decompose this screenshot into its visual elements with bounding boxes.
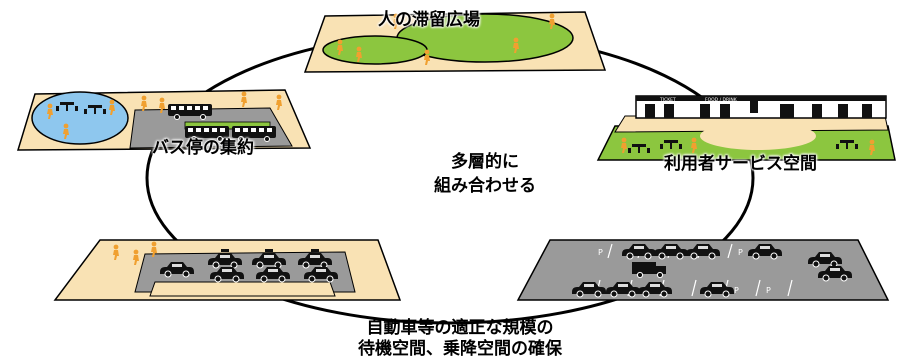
fountain-pool xyxy=(31,91,129,145)
vehicle-caption-line1: 自動車等の適正な規模の xyxy=(366,318,554,338)
parking-sign: P xyxy=(738,248,743,257)
vehicle-space-caption: 自動車等の適正な規模の 待機空間、乗降空間の確保 xyxy=(330,318,590,360)
service-plaza xyxy=(700,122,816,150)
truck-icon xyxy=(632,262,666,279)
center-caption: 多層的に 組み合わせる xyxy=(410,150,560,198)
center-caption-line1: 多層的に xyxy=(451,152,519,172)
parking-tile: P P P P P P xyxy=(516,239,890,301)
center-caption-line2: 組み合わせる xyxy=(434,176,536,196)
station-building: TICKET FOOD / DRINK xyxy=(635,95,887,119)
food-sign: FOOD / DRINK xyxy=(705,97,738,103)
drop-off-area xyxy=(149,281,336,297)
taxi-tile xyxy=(53,239,402,301)
parking-sign: P xyxy=(734,286,739,295)
bus-tile xyxy=(16,89,312,151)
plaza-label: 人の滞留広場 xyxy=(378,10,480,30)
parking-sign: P xyxy=(766,286,771,295)
parking-sign: P xyxy=(598,248,603,257)
vehicle-caption-line2: 待機空間、乗降空間の確保 xyxy=(358,339,562,359)
ticket-sign: TICKET xyxy=(659,97,676,103)
service-tile: TICKET FOOD / DRINK xyxy=(596,95,896,161)
plaza-tile xyxy=(303,11,607,73)
service-space-label: 利用者サービス空間 xyxy=(664,154,817,174)
bus-stop-label: バス停の集約 xyxy=(152,138,254,158)
